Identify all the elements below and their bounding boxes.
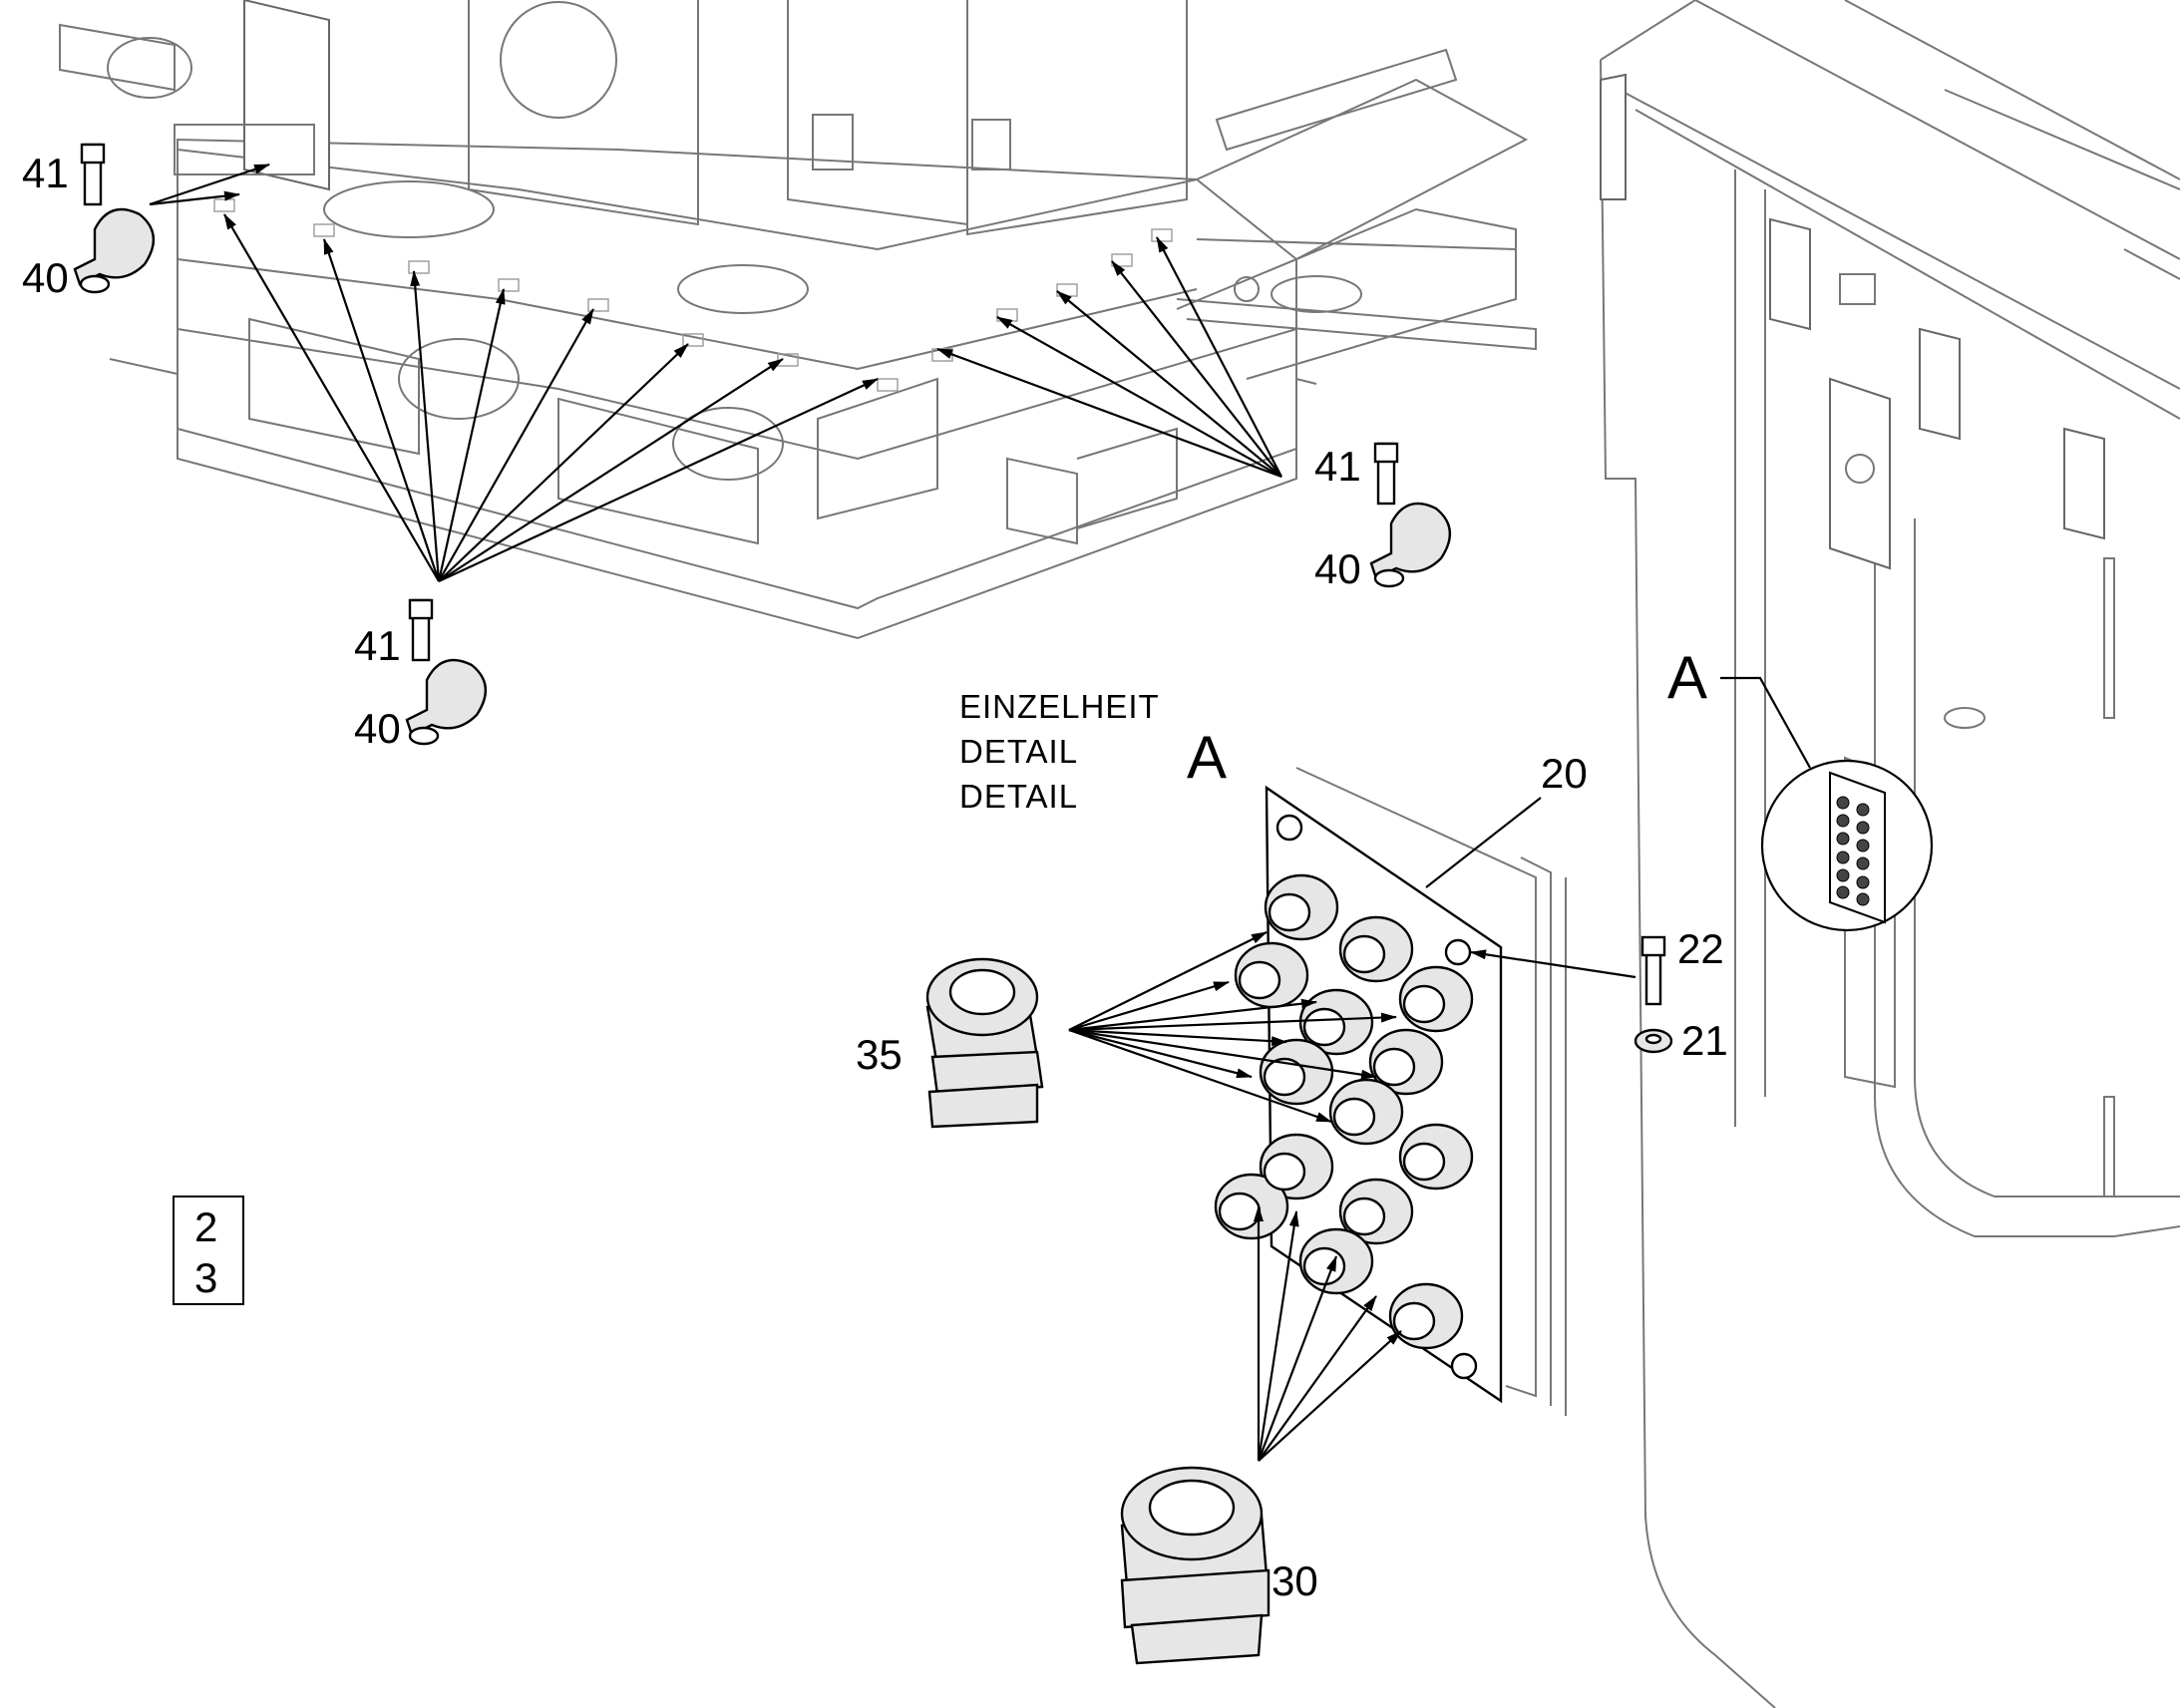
callout-41-top-left: 41 xyxy=(22,150,69,196)
page-box-top: 2 xyxy=(194,1203,217,1250)
detail-a-magnifier xyxy=(1720,676,1934,932)
callout-40-right: 40 xyxy=(1314,545,1361,592)
cabinet-housing xyxy=(1600,0,2180,1708)
page-box-bottom: 3 xyxy=(194,1254,217,1301)
screw-clamp-bottom xyxy=(405,598,487,746)
callout-30-gland: 30 xyxy=(1272,1557,1318,1604)
machine-frame xyxy=(59,0,1537,640)
detail-heading-line-1: EINZELHEIT xyxy=(959,688,1160,725)
gland-plate-assembly xyxy=(1214,767,1567,1416)
cable-gland-30 xyxy=(1120,1466,1271,1665)
detail-a-letter-cabinet: A xyxy=(1667,644,1707,711)
bolt-22 xyxy=(1640,935,1666,1006)
detail-a-letter-view: A xyxy=(1187,724,1227,791)
callout-41-right: 41 xyxy=(1314,443,1361,490)
callout-35-gland: 35 xyxy=(856,1031,903,1078)
callout-40-bottom: 40 xyxy=(354,705,401,752)
page-reference-box: 2 3 xyxy=(173,1196,244,1305)
callout-22-bolt: 22 xyxy=(1677,925,1724,972)
detail-heading-line-3: DETAIL xyxy=(959,778,1078,815)
callout-21-washer: 21 xyxy=(1681,1017,1728,1064)
callout-40-top-left: 40 xyxy=(22,254,69,301)
leader-arrows xyxy=(149,163,1636,1462)
callout-41-bottom: 41 xyxy=(354,622,401,669)
callout-20-plate: 20 xyxy=(1541,750,1588,797)
screw-clamp-top-left xyxy=(73,143,155,294)
screw-clamp-right xyxy=(1369,442,1451,588)
washer-21 xyxy=(1634,1028,1673,1054)
cable-gland-35 xyxy=(925,957,1044,1129)
detail-heading-line-2: DETAIL xyxy=(959,733,1078,770)
